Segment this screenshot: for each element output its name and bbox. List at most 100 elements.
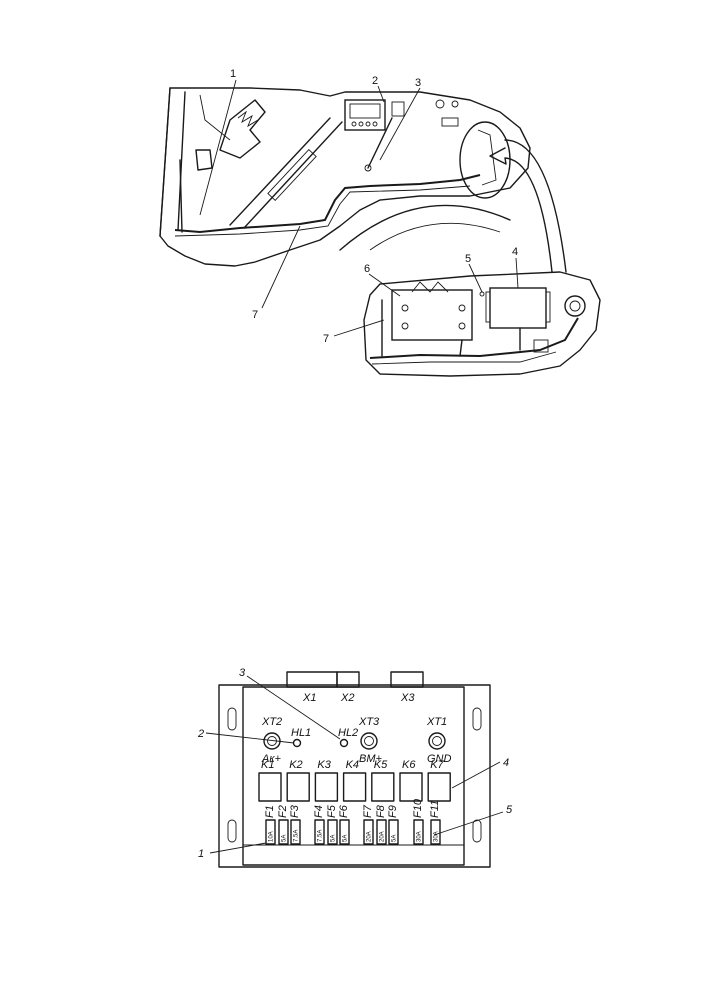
callout-arrow-shaft-b [504,139,567,273]
relay-k2 [286,772,310,802]
fuse-f4-label: F4 [313,805,325,818]
dash-switch [391,101,405,117]
wire-harness-top [174,174,481,234]
led-hl2-label: HL2 [338,727,358,739]
fuse-f1 [265,819,276,845]
callout-top-2: 2 [372,75,378,87]
fuse-f1-rating: 10A [269,831,275,842]
detail-box-6 [391,289,473,341]
relay-k5 [371,772,395,802]
cab-rear-edge [159,87,171,237]
detail-wire-mid [459,339,463,357]
callout-top-6: 6 [364,263,370,275]
mount-slot-bl [227,819,237,843]
fuse-f2-rating: 5A [282,835,288,842]
fuse-f5-rating: 5A [331,835,337,842]
relay-k7 [427,772,451,802]
fuse-f7 [363,819,374,845]
connector-x3-label: X3 [400,692,415,704]
fuse-f10-label: F10 [412,798,424,818]
cab-rear-panel [177,91,186,231]
detail-harness-b [371,351,557,365]
led-hl2 [339,738,349,748]
terminal-xt2-sub: Aк+ [261,753,282,765]
fuse-f5-label: F5 [326,804,338,818]
callout-box-5: 5 [506,804,513,816]
callout-box-3: 3 [239,667,246,679]
fuse-f8-rating: 20A [380,831,386,842]
callout-arrow-shaft [489,147,553,273]
fuse-f3-label: F3 [289,804,301,818]
relay-k4-label: K4 [346,759,359,771]
callout-top-4: 4 [512,246,518,258]
fuse-f8 [376,819,387,845]
fuse-f4 [314,819,325,845]
callout-top-7a: 7 [252,309,258,321]
relay-k5-label: K5 [374,759,388,771]
detail-gland [564,295,586,317]
fuse-f9-rating: 5A [392,835,398,842]
callout-top-5: 5 [465,253,471,265]
callout-box-1: 1 [198,848,204,860]
callout-box-4: 4 [503,757,509,769]
vehicle-cab-view [159,87,567,273]
wheel-arch-inner [369,222,501,251]
mount-slot-br [472,819,482,843]
terminal-xt1-label: XT1 [426,716,447,728]
terminal-xt2-label: XT2 [261,716,282,728]
relay-k3 [314,772,339,802]
callout-top-7b: 7 [323,333,329,345]
connector-x1-label: X1 [302,692,316,704]
fuse-f7-rating: 20A [367,831,373,842]
fuse-f8-label: F8 [375,804,387,818]
callout-top-1: 1 [230,68,236,80]
connector-x2-label: X2 [340,692,354,704]
relay-k7-label: K7 [430,759,444,771]
relay-k2-label: K2 [289,759,302,771]
fuse-f10 [413,819,424,845]
detail-view [363,271,601,377]
fuse-f9 [388,819,399,845]
box-flange [218,684,491,868]
fuse-f1-label: F1 [264,805,276,818]
fuse-row: F110AF25AF37.5AF47.5AF55AF65AF720AF820AF… [264,798,441,845]
dash-screen [349,103,381,119]
wall-porthole [459,121,511,199]
detail-outline [363,271,601,377]
mount-slot-tr [472,707,482,731]
fuse-f9-label: F9 [387,805,399,818]
fuse-f3-rating: 7.5A [294,830,300,842]
fuse-f3 [290,819,301,845]
fuse-f6-rating: 5A [343,835,349,842]
relay-k6-label: K6 [402,759,416,771]
connector-x2-housing [336,671,360,688]
fuse-f6 [339,819,350,845]
wire-harness-top-b [174,185,471,237]
terminal-xt1-stud [428,732,446,750]
dash-panel [344,99,386,131]
fuse-f2 [278,819,289,845]
terminal-xt3-stud [360,732,378,750]
fuse-f5 [327,819,338,845]
detail-box-4 [489,287,547,329]
diagonal-rail-a [229,117,331,226]
fuse-f11 [430,819,441,845]
diagonal-rail-b [243,121,343,229]
relay-k4 [342,772,367,802]
mount-slot-tl [227,707,237,731]
detail-cables-top [411,281,449,293]
terminal-xt3-sub: ВМ+ [359,753,383,765]
cab-outline [159,87,531,267]
led-hl1 [292,738,302,748]
fuse-f2-label: F2 [277,805,289,818]
callout-top-3: 3 [415,77,421,89]
connector-x3-housing [390,671,424,688]
callout-box-2: 2 [197,728,204,740]
detail-connector [533,339,549,353]
fuse-f4-rating: 7.5A [318,830,324,842]
